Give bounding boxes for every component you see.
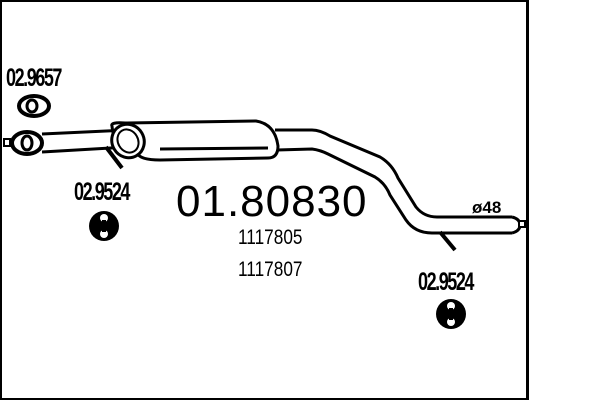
gasket-ring-icon [17, 94, 51, 118]
rubber-mount-icon [89, 211, 119, 241]
pipe-diameter-label: ø48 [472, 198, 501, 218]
part-number: 01.80830 [176, 177, 368, 226]
rubber-mount-icon [436, 299, 466, 329]
mount-ref-label-right: 02.9524 [418, 268, 474, 296]
muffler-body [110, 119, 280, 162]
drawing-frame [0, 0, 529, 400]
gasket-ref-label: 02.9657 [6, 64, 62, 92]
diameter-symbol-icon: ø [472, 198, 483, 217]
hanger-bracket-right [438, 230, 457, 252]
mount-ref-label-left: 02.9524 [74, 178, 130, 206]
oe-number-2: 1117807 [238, 258, 303, 281]
diameter-value: 48 [482, 198, 502, 217]
tail-pipe [275, 128, 526, 235]
inlet-flange-icon [3, 130, 44, 156]
oe-number-1: 1117805 [238, 226, 303, 249]
hanger-bracket-left [104, 145, 124, 170]
